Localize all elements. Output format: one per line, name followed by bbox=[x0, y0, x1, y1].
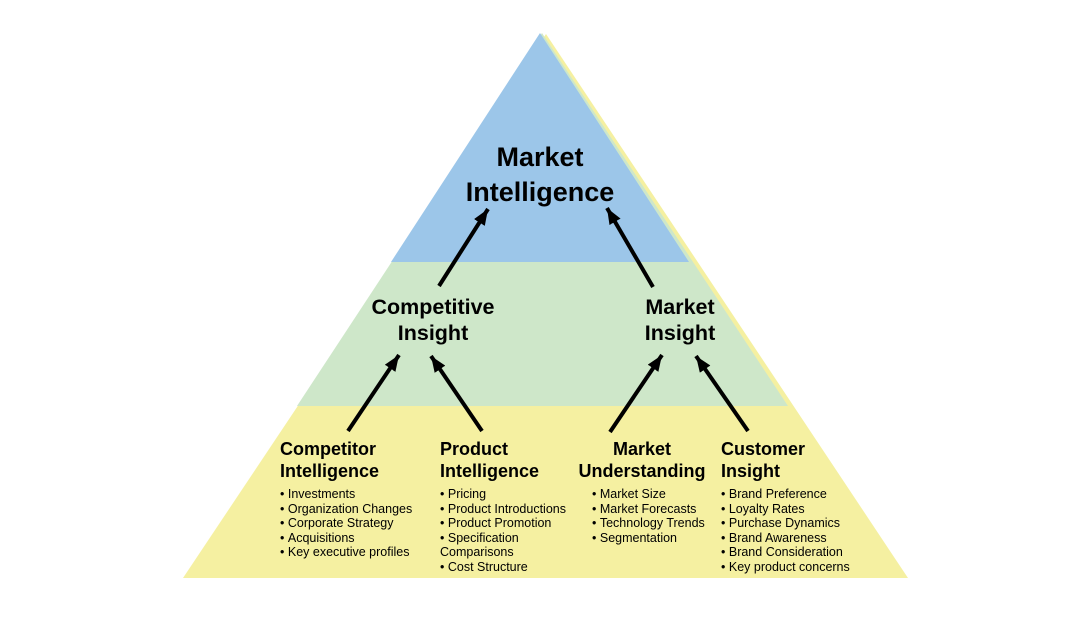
list-item: Product Introductions bbox=[440, 502, 592, 517]
market-insight-line2: Insight bbox=[644, 321, 716, 345]
heading-line: Competitor bbox=[280, 439, 376, 459]
tier-top-label-line1: Market bbox=[496, 142, 584, 172]
group-market-understanding-items: Market Size Market Forecasts Technology … bbox=[592, 487, 709, 545]
list-item: Acquisitions bbox=[280, 531, 432, 546]
tier-middle-label-competitive-insight: Competitive Insight bbox=[323, 294, 543, 346]
pyramid-tier-top-shape bbox=[391, 33, 689, 262]
tier-middle-label-market-insight: Market Insight bbox=[570, 294, 790, 346]
heading-line: Understanding bbox=[578, 460, 706, 481]
list-item: Investments bbox=[280, 487, 432, 502]
group-competitor-intelligence-items: Investments Organization Changes Corpora… bbox=[280, 487, 432, 560]
group-competitor-intelligence-heading: Competitor Intelligence bbox=[280, 439, 432, 482]
list-item: Organization Changes bbox=[280, 502, 432, 517]
heading-line: Intelligence bbox=[280, 460, 380, 481]
group-customer-insight: Customer Insight Brand Preference Loyalt… bbox=[721, 439, 873, 575]
list-item: Product Promotion bbox=[440, 516, 592, 531]
group-product-intelligence-items: Pricing Product Introductions Product Pr… bbox=[440, 487, 592, 575]
arrow-customer-insight-to-market-insight bbox=[694, 354, 750, 433]
list-item: Cost Structure bbox=[440, 560, 592, 575]
list-item: Purchase Dynamics bbox=[721, 516, 873, 531]
group-customer-insight-heading: Customer Insight bbox=[721, 439, 873, 482]
heading-line: Product bbox=[440, 439, 509, 459]
list-item: Pricing bbox=[440, 487, 592, 502]
list-item: Market Forecasts bbox=[592, 502, 709, 517]
heading-line: Intelligence bbox=[440, 460, 540, 481]
market-insight-line1: Market bbox=[645, 295, 715, 319]
group-market-understanding-heading: Market Understanding bbox=[575, 439, 709, 482]
list-item: Loyalty Rates bbox=[721, 502, 873, 517]
competitive-insight-line2: Insight bbox=[397, 321, 469, 345]
tier-top-label-market-intelligence: Market Intelligence bbox=[390, 140, 690, 210]
heading-line: Market bbox=[612, 439, 672, 459]
arrow-competitive-insight-to-market-intelligence bbox=[437, 207, 490, 288]
arrow-market-understanding-to-market-insight bbox=[608, 353, 664, 434]
list-item: Brand Preference bbox=[721, 487, 873, 502]
group-competitor-intelligence: Competitor Intelligence Investments Orga… bbox=[280, 439, 432, 560]
heading-line: Insight bbox=[721, 460, 780, 481]
list-item: Key product concerns bbox=[721, 560, 873, 575]
arrow-competitor-intelligence-to-competitive-insight bbox=[346, 353, 401, 433]
list-item: Technology Trends bbox=[592, 516, 709, 531]
competitive-insight-line1: Competitive bbox=[371, 295, 495, 319]
group-product-intelligence-heading: Product Intelligence bbox=[440, 439, 592, 482]
list-item: Key executive profiles bbox=[280, 545, 432, 560]
list-item: Corporate Strategy bbox=[280, 516, 432, 531]
arrow-product-intelligence-to-competitive-insight bbox=[429, 354, 484, 433]
list-item: Brand Consideration bbox=[721, 545, 873, 560]
group-product-intelligence: Product Intelligence Pricing Product Int… bbox=[440, 439, 592, 575]
group-customer-insight-items: Brand Preference Loyalty Rates Purchase … bbox=[721, 487, 873, 575]
list-item: Specification Comparisons bbox=[440, 531, 540, 560]
list-item: Brand Awareness bbox=[721, 531, 873, 546]
list-item: Market Size bbox=[592, 487, 709, 502]
tier-top-label-line2: Intelligence bbox=[465, 177, 615, 207]
list-item: Segmentation bbox=[592, 531, 709, 546]
arrow-market-insight-to-market-intelligence bbox=[605, 206, 655, 289]
heading-line: Customer bbox=[721, 439, 806, 459]
group-market-understanding: Market Understanding Market Size Market … bbox=[575, 439, 709, 545]
